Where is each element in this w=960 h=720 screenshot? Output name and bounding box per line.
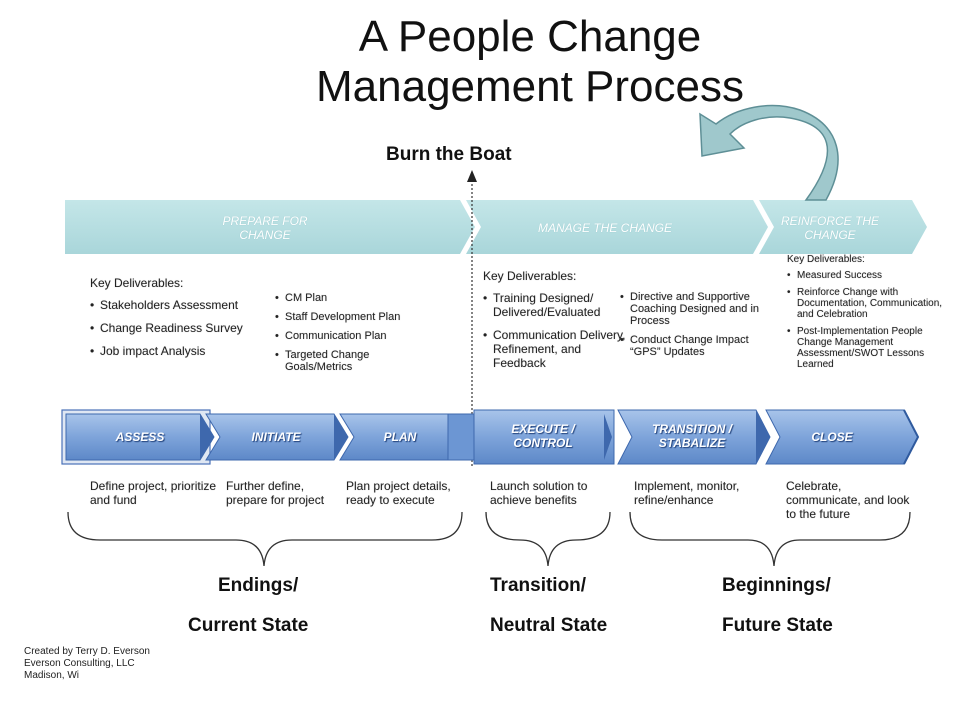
deliverables-assess: Key Deliverables: Stakeholders Assessmen… (90, 276, 255, 367)
step-transition-line2: STABALIZE (658, 436, 726, 450)
step-label-assess: ASSESS (90, 430, 190, 444)
deliverable-item: Post-Implementation People Change Manage… (787, 326, 947, 370)
deliverable-item: Reinforce Change with Documentation, Com… (787, 287, 947, 320)
deliverables-close: Key Deliverables: Measured Success Reinf… (787, 254, 947, 376)
step-transition-line1: TRANSITION / (652, 422, 732, 436)
deliverable-item: Stakeholders Assessment (90, 298, 255, 312)
deliverable-item: Directive and Supportive Coaching Design… (620, 291, 770, 327)
state-transition-line1: Transition/ (490, 575, 587, 596)
step-execute-line2: CONTROL (513, 436, 573, 450)
deliverable-item: Measured Success (787, 270, 947, 281)
deliverables-plan: CM Plan Staff Development Plan Communica… (275, 292, 435, 380)
state-transition: Transition/ Neutral State (490, 574, 660, 637)
phase-manage-line1: MANAGE THE CHANGE (537, 221, 672, 235)
deliverables-heading: Key Deliverables: (483, 269, 577, 283)
phase-band-reinforce (759, 200, 927, 254)
phase-prepare-line2: CHANGE (239, 228, 291, 242)
step-close-text: CLOSE (811, 430, 853, 444)
step-plan-text: PLAN (383, 430, 417, 444)
step-label-close: CLOSE (782, 430, 882, 444)
step-label-plan: PLAN (352, 430, 448, 444)
state-beginnings-line1: Beginnings/ (722, 575, 831, 596)
step-desc-initiate: Further define, prepare for project (226, 479, 325, 507)
deliverables-heading: Key Deliverables: (787, 254, 865, 265)
phase-label-manage: MANAGE THE CHANGE (520, 221, 690, 235)
deliverable-item: Communication Plan (275, 330, 435, 342)
brace-endings (67, 511, 463, 567)
credit-line1: Created by Terry D. Everson (24, 646, 150, 657)
phase-label-reinforce: REINFORCE THE CHANGE (770, 214, 890, 242)
brace-beginnings (629, 511, 911, 567)
step-label-initiate: INITIATE (226, 430, 326, 444)
step-desc-plan: Plan project details, ready to execute (346, 479, 451, 507)
phase-reinforce-line2: CHANGE (804, 228, 856, 242)
phase-band-prepare (65, 200, 475, 254)
step-desc-transition: Implement, monitor, refine/enhance (634, 479, 740, 507)
step-desc-execute: Launch solution to achieve benefits (490, 479, 588, 507)
deliverable-item: Training Designed/ Delivered/Evaluated (483, 291, 633, 319)
deliverables-execute: Key Deliverables: Training Designed/ Del… (483, 269, 633, 379)
deliverable-item: Staff Development Plan (275, 311, 435, 323)
phase-band-manage (466, 200, 768, 254)
phase-prepare-line1: PREPARE FOR (222, 214, 308, 228)
credit-line2: Everson Consulting, LLC (24, 658, 135, 669)
title-line2: Management Process (316, 62, 744, 111)
cycle-arrow-icon (699, 104, 839, 201)
state-endings-line2: Current State (188, 615, 309, 636)
state-endings: Endings/ Current State (188, 574, 358, 637)
deliverable-item: CM Plan (275, 292, 435, 304)
credit-line3: Madison, Wi (24, 670, 80, 681)
step-execute-line1: EXECUTE / (511, 422, 575, 436)
phase-reinforce-line1: REINFORCE THE (780, 214, 879, 228)
milestone-arrowhead-icon (467, 170, 477, 182)
milestone-label: Burn the Boat (386, 144, 512, 165)
state-beginnings: Beginnings/ Future State (722, 574, 892, 637)
step-desc-assess: Define project, prioritize and fund (90, 479, 217, 507)
step-chevrons (61, 409, 920, 465)
brace-transition (485, 511, 611, 567)
step-assess-text: ASSESS (115, 430, 165, 444)
deliverables-heading: Key Deliverables: (90, 276, 184, 290)
step-label-execute: EXECUTE / CONTROL (478, 422, 608, 450)
state-endings-line1: Endings/ (218, 575, 299, 596)
step-box-execute (473, 409, 615, 465)
step-desc-close: Celebrate, communicate, and look to the … (786, 479, 910, 521)
step-label-transition: TRANSITION / STABALIZE (630, 422, 754, 450)
page-title: A People Change Management Process (0, 12, 960, 112)
state-transition-line2: Neutral State (490, 615, 608, 636)
deliverable-item: Change Readiness Survey (90, 321, 255, 335)
step-initiate-text: INITIATE (251, 430, 301, 444)
deliverables-transition: Directive and Supportive Coaching Design… (620, 291, 770, 365)
deliverable-item: Communication Delivery, Refinement, and … (483, 328, 633, 370)
state-beginnings-line2: Future State (722, 615, 833, 636)
phase-label-prepare: PREPARE FOR CHANGE (205, 214, 325, 242)
deliverable-item: Targeted Change Goals/Metrics (275, 349, 435, 373)
deliverable-item: Job impact Analysis (90, 344, 255, 358)
title-line1: A People Change (358, 12, 702, 61)
credit-note: Created by Terry D. Everson Everson Cons… (24, 646, 150, 682)
deliverable-item: Conduct Change Impact “GPS” Updates (620, 334, 770, 358)
